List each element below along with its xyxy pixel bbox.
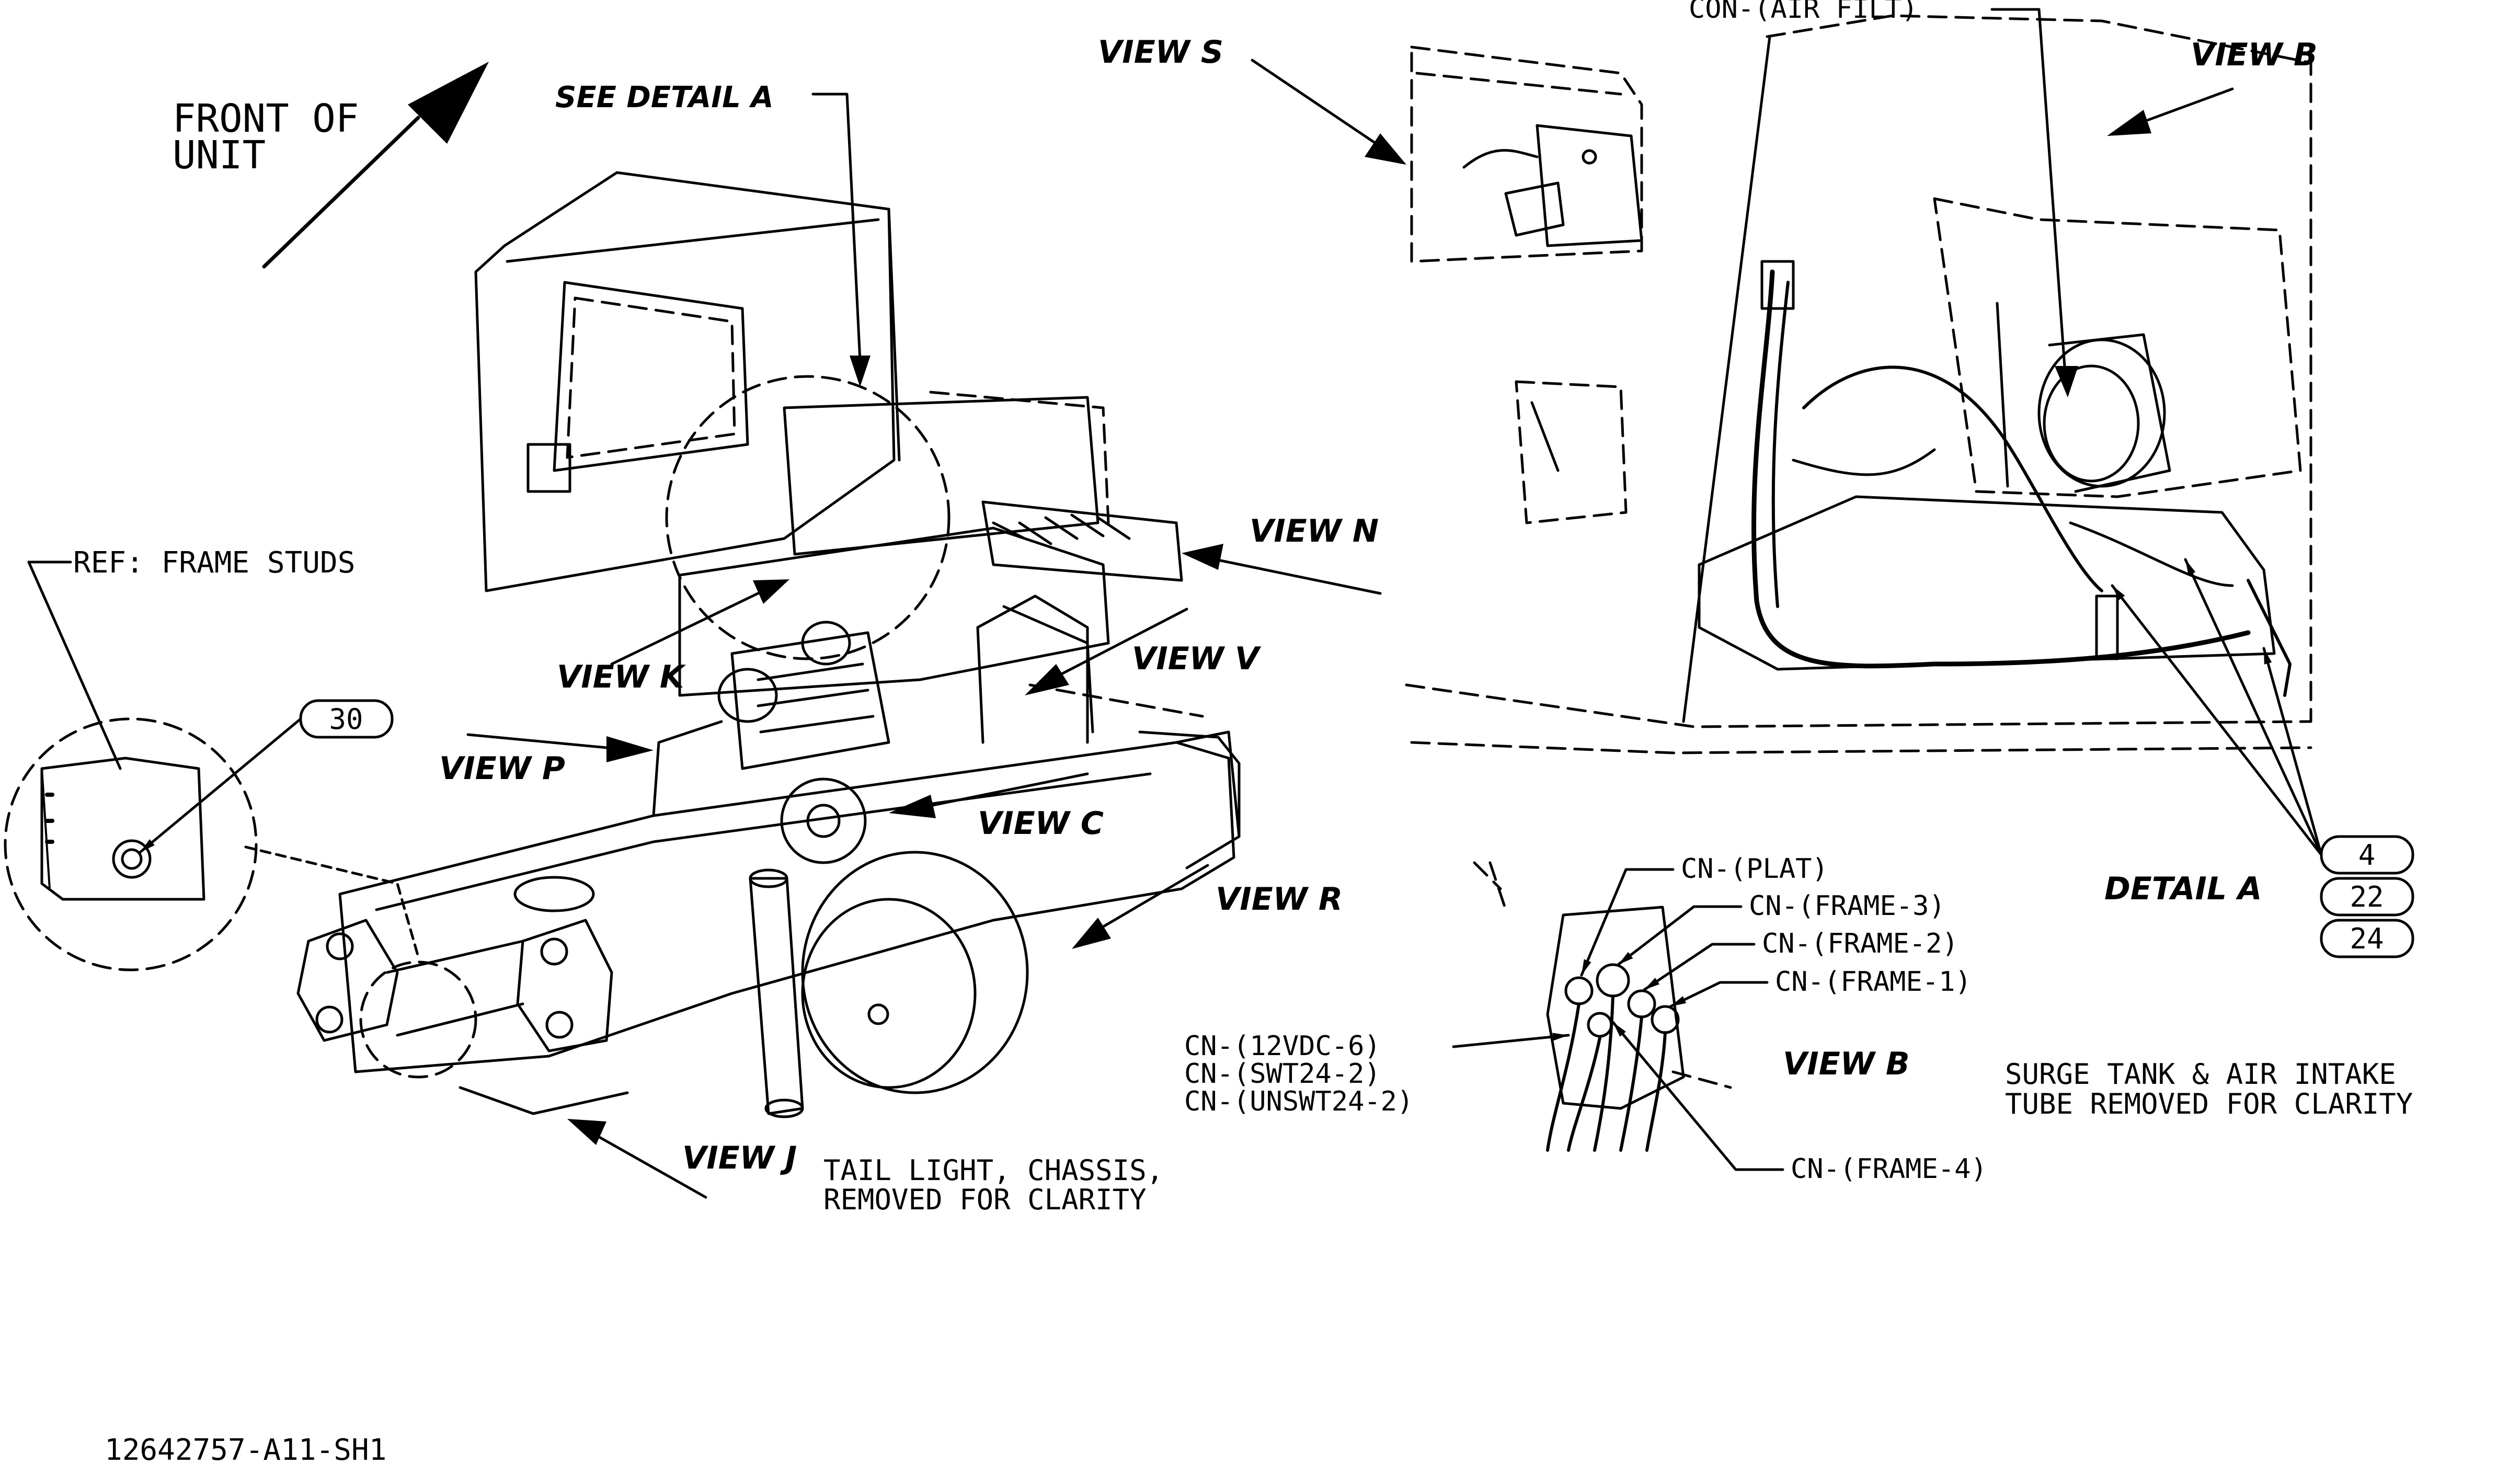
see-detail-a-label: SEE DETAIL A	[555, 81, 774, 115]
drawing-number: 12642757-A11-SH1	[105, 1433, 386, 1465]
item-30-number: 30	[329, 703, 363, 736]
item-4-number: 4	[2358, 839, 2376, 872]
cn-frame-4-label: CN-(FRAME-4)	[1791, 1153, 1987, 1185]
view-b-top-label: VIEW B	[2191, 37, 2318, 73]
view-b-bottom-label: VIEW B	[1783, 1046, 1910, 1082]
front-of-unit-line2: UNIT	[173, 133, 266, 178]
view-v-label: VIEW V	[1132, 640, 1262, 677]
item-24-balloon	[2320, 919, 2414, 958]
tail-light-note-line2: REMOVED FOR CLARITY	[823, 1183, 1147, 1216]
left-view-callouts: SEE DETAIL A VIEW N VIEW V VIEW K VIEW P…	[439, 34, 1406, 1199]
cn-frame-3-label: CN-(FRAME-3)	[1749, 890, 1945, 922]
view-c-label: VIEW C	[978, 805, 1104, 842]
cn-swt24-2-label: CN-(SWT24-2)	[1184, 1058, 1381, 1090]
front-arrow-head	[408, 62, 489, 144]
view-b-top-callouts: CON-(AIR FILT) VIEW B DETAIL A 4 22 24	[1689, 0, 2414, 958]
view-s-drawing	[1410, 45, 1643, 263]
view-p-label: VIEW P	[439, 750, 565, 787]
cn-frame-1-label: CN-(FRAME-1)	[1775, 966, 1972, 998]
item-24-number: 24	[2350, 922, 2384, 955]
surge-tank-note-line2: TUBE REMOVED FOR CLARITY	[2005, 1088, 2413, 1120]
item-22-balloon	[2320, 877, 2414, 917]
cn-plat-label: CN-(PLAT)	[1681, 853, 1828, 885]
view-b-top-drawing	[1405, 14, 2312, 754]
view-n-label: VIEW N	[1250, 513, 1379, 550]
ref-frame-studs-label: REF: FRAME STUDS	[73, 546, 355, 580]
frame-studs-detail: REF: FRAME STUDS 30	[4, 546, 420, 971]
cn-frame-2-label: CN-(FRAME-2)	[1762, 928, 1958, 959]
cn-unswt24-2-label: CN-(UNSWT24-2)	[1184, 1086, 1413, 1117]
front-of-unit-line1: FRONT OF	[173, 96, 359, 141]
view-k-label: VIEW K	[557, 659, 686, 695]
tail-light-note-line1: TAIL LIGHT, CHASSIS,	[823, 1154, 1163, 1187]
item-22-number: 22	[2350, 880, 2384, 913]
front-of-unit-indicator: FRONT OF UNIT	[173, 62, 489, 269]
notes: TAIL LIGHT, CHASSIS, REMOVED FOR CLARITY…	[823, 1058, 2413, 1216]
detail-a-label: DETAIL A	[2104, 871, 2262, 907]
view-b-bottom-callouts: CN-(PLAT) CN-(FRAME-3) CN-(FRAME-2) CN-(…	[1184, 853, 1987, 1185]
surge-tank-note-line1: SURGE TANK & AIR INTAKE	[2005, 1058, 2396, 1091]
view-b-bottom-drawing	[1473, 861, 1732, 1152]
con-air-filt-label: CON-(AIR FILT)	[1689, 0, 1918, 25]
machine-main-view	[296, 171, 1241, 1118]
cn-12vdc-6-label: CN-(12VDC-6)	[1184, 1031, 1381, 1062]
view-j-label: VIEW J	[682, 1140, 797, 1176]
view-r-label: VIEW R	[1216, 881, 1343, 918]
view-s-label: VIEW S	[1098, 34, 1223, 71]
